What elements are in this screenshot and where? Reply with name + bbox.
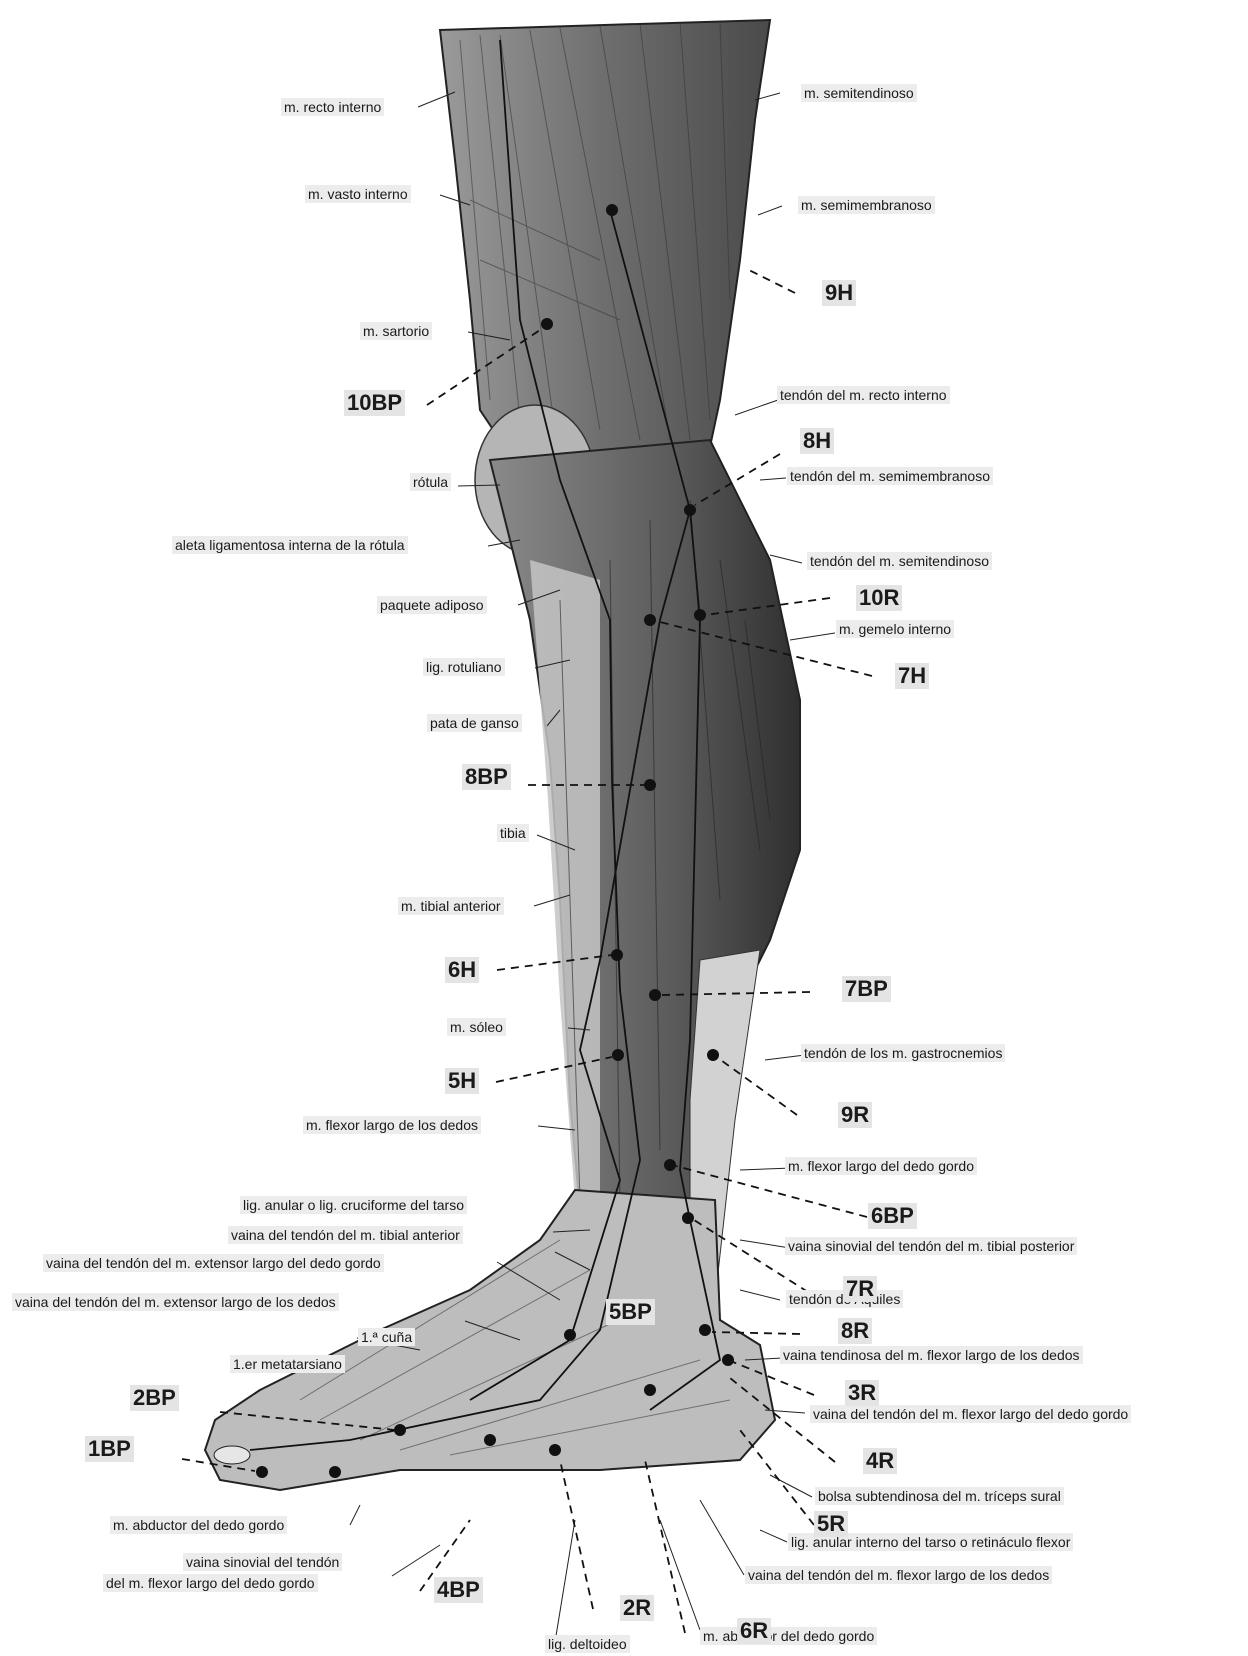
dot-4BP	[329, 1466, 341, 1478]
label-vaina-flexor-dedos: vaina tendinosa del m. flexor largo de l…	[780, 1346, 1083, 1364]
dot-8R	[699, 1324, 711, 1336]
label-vaina-extensor-gordo: vaina del tendón del m. extensor largo d…	[43, 1254, 384, 1272]
point-label-6R: 6R	[737, 1618, 771, 1644]
point-label-4BP: 4BP	[434, 1577, 483, 1603]
dot-7BP	[649, 989, 661, 1001]
dot-8BP	[644, 779, 656, 791]
label-vaina-tibial-anterior: vaina del tendón del m. tibial anterior	[228, 1226, 463, 1244]
label-vasto-interno: m. vasto interno	[305, 185, 411, 203]
dot-6R	[484, 1434, 496, 1446]
label-tendon-semitendinoso: tendón del m. semitendinoso	[807, 552, 992, 570]
dot-7R	[682, 1212, 694, 1224]
point-label-5BP: 5BP	[606, 1299, 655, 1325]
label-deltoideo: lig. deltoideo	[545, 1635, 630, 1653]
label-tendon-semimembranoso: tendón del m. semimembranoso	[787, 467, 993, 485]
point-label-8BP: 8BP	[462, 764, 511, 790]
label-bolsa: bolsa subtendinosa del m. tríceps sural	[815, 1487, 1064, 1505]
label-rotula: rótula	[410, 473, 451, 491]
label-paquete: paquete adiposo	[377, 596, 487, 614]
point-label-8R: 8R	[838, 1318, 872, 1344]
label-pata-ganso: pata de ganso	[427, 714, 522, 732]
label-tibia: tibia	[497, 824, 529, 842]
point-label-6BP: 6BP	[868, 1203, 917, 1229]
label-recto-interno: m. recto interno	[281, 98, 384, 116]
label-gastrocnemios: tendón de los m. gastrocnemios	[801, 1044, 1005, 1062]
point-label-6H: 6H	[445, 957, 479, 983]
label-vaina-sinovial-2: del m. flexor largo del dedo gordo	[103, 1574, 318, 1592]
point-label-7R: 7R	[843, 1276, 877, 1302]
point-label-9H: 9H	[822, 280, 856, 306]
dot-2R	[549, 1444, 561, 1456]
point-label-7BP: 7BP	[842, 976, 891, 1002]
point-label-5H: 5H	[445, 1068, 479, 1094]
dot-3R	[722, 1354, 734, 1366]
label-tibial-anterior: m. tibial anterior	[398, 897, 504, 915]
dot-6H	[611, 949, 623, 961]
point-label-5R: 5R	[814, 1511, 848, 1537]
point-label-7H: 7H	[895, 663, 929, 689]
label-vaina-sinovial-1: vaina sinovial del tendón	[183, 1553, 342, 1571]
point-label-1BP: 1BP	[85, 1436, 134, 1462]
label-vaina-flexor-dedos-2: vaina del tendón del m. flexor largo de …	[745, 1566, 1052, 1584]
calf-shape	[490, 440, 800, 1210]
label-semimembranoso: m. semimembranoso	[798, 196, 935, 214]
label-metatarsiano: 1.er metatarsiano	[230, 1355, 345, 1373]
dot-10BP	[541, 318, 553, 330]
dot-7H	[644, 614, 656, 626]
label-tendon-recto: tendón del m. recto interno	[777, 386, 950, 404]
dot-10R	[694, 609, 706, 621]
dot-9R	[707, 1049, 719, 1061]
dot-1BP	[256, 1466, 268, 1478]
thigh-shape	[440, 20, 770, 470]
label-semitendinoso: m. semitendinoso	[801, 84, 917, 102]
point-label-8H: 8H	[800, 428, 834, 454]
label-lig-rotuliano: lig. rotuliano	[423, 658, 505, 676]
dot-2BP	[394, 1424, 406, 1436]
label-abductor-right: m. abductor del dedo gordo	[700, 1627, 877, 1645]
dot-4R	[644, 1384, 656, 1396]
shin-shape	[530, 560, 600, 1200]
point-label-10BP: 10BP	[344, 390, 405, 416]
label-vaina-flexor-gordo: vaina del tendón del m. flexor largo del…	[810, 1405, 1131, 1423]
point-label-3R: 3R	[845, 1380, 879, 1406]
label-abductor-left: m. abductor del dedo gordo	[110, 1516, 287, 1534]
point-label-2BP: 2BP	[130, 1385, 179, 1411]
dot-5BP	[564, 1329, 576, 1341]
label-gemelo: m. gemelo interno	[836, 620, 954, 638]
label-sartorio: m. sartorio	[360, 322, 432, 340]
dot-8H	[684, 504, 696, 516]
point-label-10R: 10R	[856, 585, 902, 611]
dot-6BP	[664, 1159, 676, 1171]
label-vaina-extensor-dedos: vaina del tendón del m. extensor largo d…	[12, 1293, 339, 1311]
label-flexor-gordo: m. flexor largo del dedo gordo	[785, 1157, 977, 1175]
label-flexor-largo-dedos: m. flexor largo de los dedos	[303, 1116, 481, 1134]
label-cuna: 1.ª cuña	[358, 1328, 415, 1346]
point-label-9R: 9R	[838, 1102, 872, 1128]
point-label-4R: 4R	[863, 1448, 897, 1474]
label-lig-anular: lig. anular o lig. cruciforme del tarso	[240, 1196, 467, 1214]
big-toe-nail	[214, 1446, 250, 1464]
label-aleta: aleta ligamentosa interna de la rótula	[172, 536, 408, 554]
label-vaina-tibial-posterior: vaina sinovial del tendón del m. tibial …	[785, 1237, 1077, 1255]
dot-5H	[612, 1049, 624, 1061]
point-label-2R: 2R	[620, 1595, 654, 1621]
dot-9H	[606, 204, 618, 216]
label-soleo: m. sóleo	[447, 1018, 506, 1036]
